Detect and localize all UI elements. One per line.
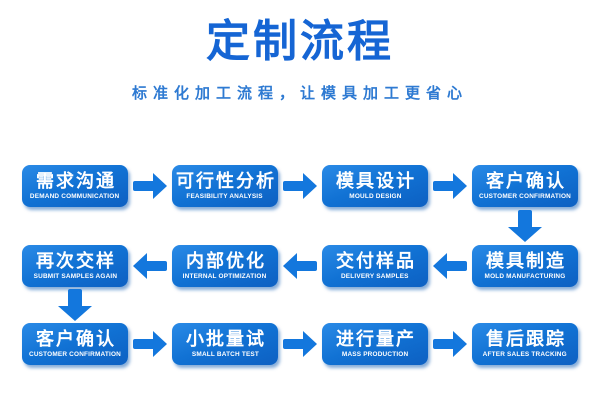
flow-step-box: 模具设计 MOULD DESIGN — [322, 165, 428, 207]
page-subtitle: 标准化加工流程，让模具加工更省心 — [131, 85, 468, 102]
process-flow-diagram: 需求沟通 DEMAND COMMUNICATION 可行性分析 FEASIBIL… — [22, 165, 578, 365]
flow-step-box: 客户确认 CUSTOMER CONFIRMATION — [472, 165, 578, 207]
flow-step-mass-production: 进行量产 MASS PRODUCTION — [322, 323, 428, 365]
flow-step-mold-manufacturing: 模具制造 MOLD MANUFACTURING — [472, 245, 578, 287]
flow-step-mould-design: 模具设计 MOULD DESIGN — [322, 165, 428, 207]
arrow-left-icon — [278, 245, 322, 287]
step-subtitle-en: CUSTOMER CONFIRMATION — [29, 351, 121, 358]
flow-step-box: 售后跟踪 AFTER SALES TRACKING — [472, 323, 578, 365]
step-title-zh: 售后跟踪 — [486, 329, 566, 349]
step-subtitle-en: FEASIBILITY ANALYSIS — [186, 193, 264, 200]
step-title-zh: 需求沟通 — [36, 171, 116, 191]
step-title-zh: 进行量产 — [336, 329, 416, 349]
step-subtitle-en: AFTER SALES TRACKING — [482, 351, 568, 358]
flow-step-submit-samples-again: 再次交样 SUBMIT SAMPLES AGAIN — [22, 245, 128, 287]
arrow-right-icon — [278, 165, 322, 207]
flow-step-box: 需求沟通 DEMAND COMMUNICATION — [22, 165, 128, 207]
flow-step-customer-confirmation-2: 客户确认 CUSTOMER CONFIRMATION — [22, 323, 128, 365]
step-title-zh: 客户确认 — [36, 329, 116, 349]
flow-step-small-batch-test: 小批量试 SMALL BATCH TEST — [172, 323, 278, 365]
step-subtitle-en: CUSTOMER CONFIRMATION — [479, 193, 571, 200]
arrow-left-icon — [128, 245, 172, 287]
flow-step-box: 模具制造 MOLD MANUFACTURING — [472, 245, 578, 287]
step-title-zh: 可行性分析 — [176, 171, 276, 191]
step-subtitle-en: MOULD DESIGN — [348, 193, 402, 200]
flow-step-demand-communication: 需求沟通 DEMAND COMMUNICATION — [22, 165, 128, 207]
arrow-right-icon — [128, 165, 172, 207]
arrow-right-icon — [128, 323, 172, 365]
step-subtitle-en: SUBMIT SAMPLES AGAIN — [33, 273, 117, 280]
arrow-right-icon — [428, 323, 472, 365]
flow-step-after-sales-tracking: 售后跟踪 AFTER SALES TRACKING — [472, 323, 578, 365]
step-subtitle-en: MOLD MANUFACTURING — [484, 273, 566, 280]
flow-step-box: 进行量产 MASS PRODUCTION — [322, 323, 428, 365]
flow-step-box: 客户确认 CUSTOMER CONFIRMATION — [22, 323, 128, 365]
flow-step-box: 内部优化 INTERNAL OPTIMIZATION — [172, 245, 278, 287]
flow-step-box: 小批量试 SMALL BATCH TEST — [172, 323, 278, 365]
step-title-zh: 小批量试 — [186, 329, 266, 349]
arrow-right-icon — [428, 165, 472, 207]
step-title-zh: 客户确认 — [486, 171, 566, 191]
flow-step-box: 再次交样 SUBMIT SAMPLES AGAIN — [22, 245, 128, 287]
flow-step-box: 可行性分析 FEASIBILITY ANALYSIS — [172, 165, 278, 207]
arrow-right-icon — [278, 323, 322, 365]
flow-step-box: 交付样品 DELIVERY SAMPLES — [322, 245, 428, 287]
step-title-zh: 内部优化 — [186, 251, 266, 271]
flow-step-feasibility-analysis: 可行性分析 FEASIBILITY ANALYSIS — [172, 165, 278, 207]
step-title-zh: 模具设计 — [336, 171, 416, 191]
step-title-zh: 交付样品 — [336, 251, 416, 271]
flow-step-customer-confirmation-1: 客户确认 CUSTOMER CONFIRMATION — [472, 165, 578, 207]
flow-step-internal-optimization: 内部优化 INTERNAL OPTIMIZATION — [172, 245, 278, 287]
step-title-zh: 模具制造 — [486, 251, 566, 271]
step-subtitle-en: INTERNAL OPTIMIZATION — [183, 273, 267, 280]
arrow-down-icon — [22, 287, 128, 323]
arrow-down-icon — [472, 207, 578, 245]
page-title: 定制流程 — [206, 17, 394, 66]
header: 定制流程 标准化加工流程，让模具加工更省心 — [0, 0, 600, 103]
step-subtitle-en: MASS PRODUCTION — [341, 351, 409, 358]
step-subtitle-en: DELIVERY SAMPLES — [341, 273, 409, 280]
flow-step-delivery-samples: 交付样品 DELIVERY SAMPLES — [322, 245, 428, 287]
step-subtitle-en: SMALL BATCH TEST — [191, 351, 259, 358]
arrow-left-icon — [428, 245, 472, 287]
step-subtitle-en: DEMAND COMMUNICATION — [30, 193, 120, 200]
step-title-zh: 再次交样 — [36, 251, 116, 271]
